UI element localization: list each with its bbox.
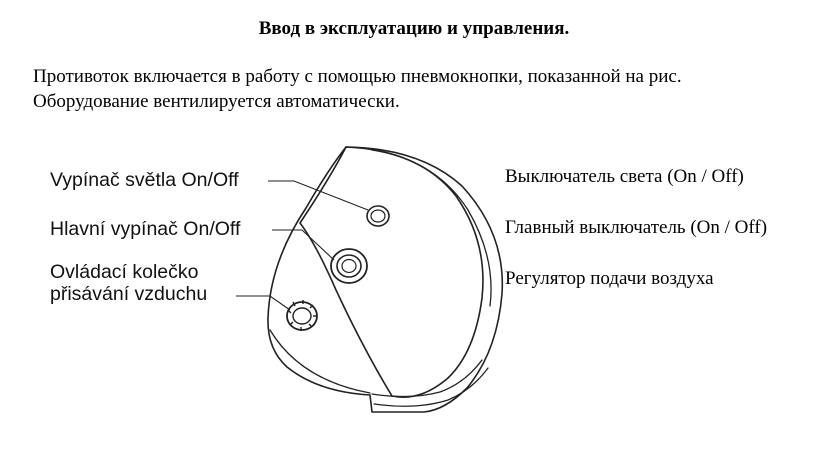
callout-air-knob-cz-line-1: Ovládací kolečko — [50, 261, 199, 283]
air-intake-knob[interactable] — [286, 300, 318, 331]
leader-line-air-knob — [236, 295, 291, 311]
callout-light-switch-cz: Vypínač světla On/Off — [50, 169, 239, 191]
leader-line-light-switch — [268, 180, 369, 211]
face-panel-bevel — [371, 149, 492, 307]
intro-line-2: Оборудование вентилируется автоматически… — [33, 91, 400, 112]
label-main-switch-ru: Главный выключатель (On / Off) — [505, 217, 768, 238]
leader-line-main-switch — [272, 229, 335, 261]
label-air-regulator-ru: Регулятор подачи воздуха — [505, 268, 714, 289]
base-curve — [269, 329, 371, 394]
section-heading: Ввод в эксплуатацию и управления. — [258, 18, 570, 39]
housing-outline — [267, 146, 504, 413]
face-panel-outline — [299, 146, 484, 398]
callout-main-switch-cz: Hlavní vypínač On/Off — [50, 218, 241, 240]
label-light-switch-ru: Выключатель света (On / Off) — [505, 166, 744, 187]
light-switch-button[interactable] — [366, 205, 390, 227]
callout-air-knob-cz-line-2: přisávání vzduchu — [50, 283, 208, 305]
main-switch-button[interactable] — [330, 248, 368, 284]
intro-paragraph: Противоток включается в работу с помощью… — [33, 64, 823, 114]
base-lip-line — [371, 359, 483, 398]
base-lip-line-2 — [373, 367, 489, 407]
intro-line-1: Противоток включается в работу с помощью… — [33, 66, 682, 87]
